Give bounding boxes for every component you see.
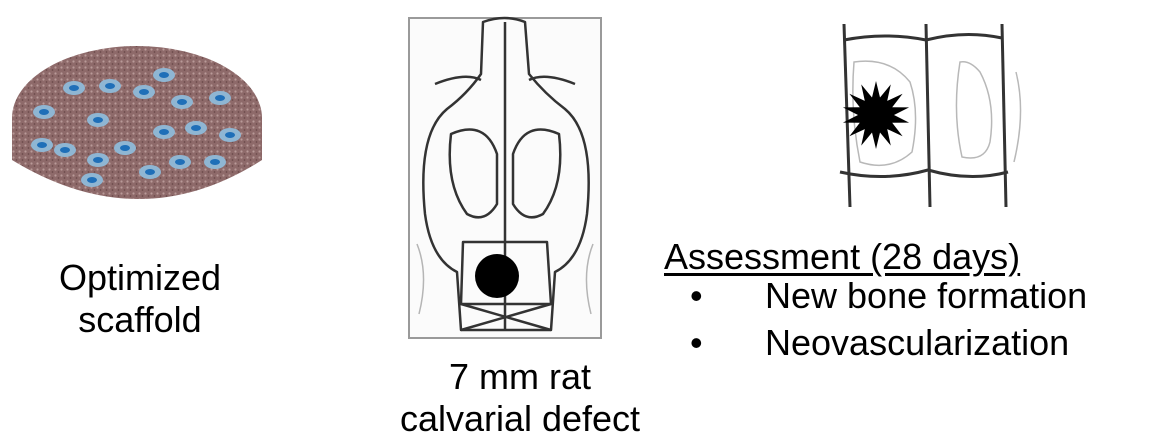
- assessment-bullet-list: New bone formation Neovascularization: [690, 272, 1087, 366]
- assessment-bullet-item: New bone formation: [690, 272, 1087, 319]
- assessment-skull-closeup: [830, 22, 1030, 207]
- assessment-bullet-item: Neovascularization: [690, 319, 1087, 366]
